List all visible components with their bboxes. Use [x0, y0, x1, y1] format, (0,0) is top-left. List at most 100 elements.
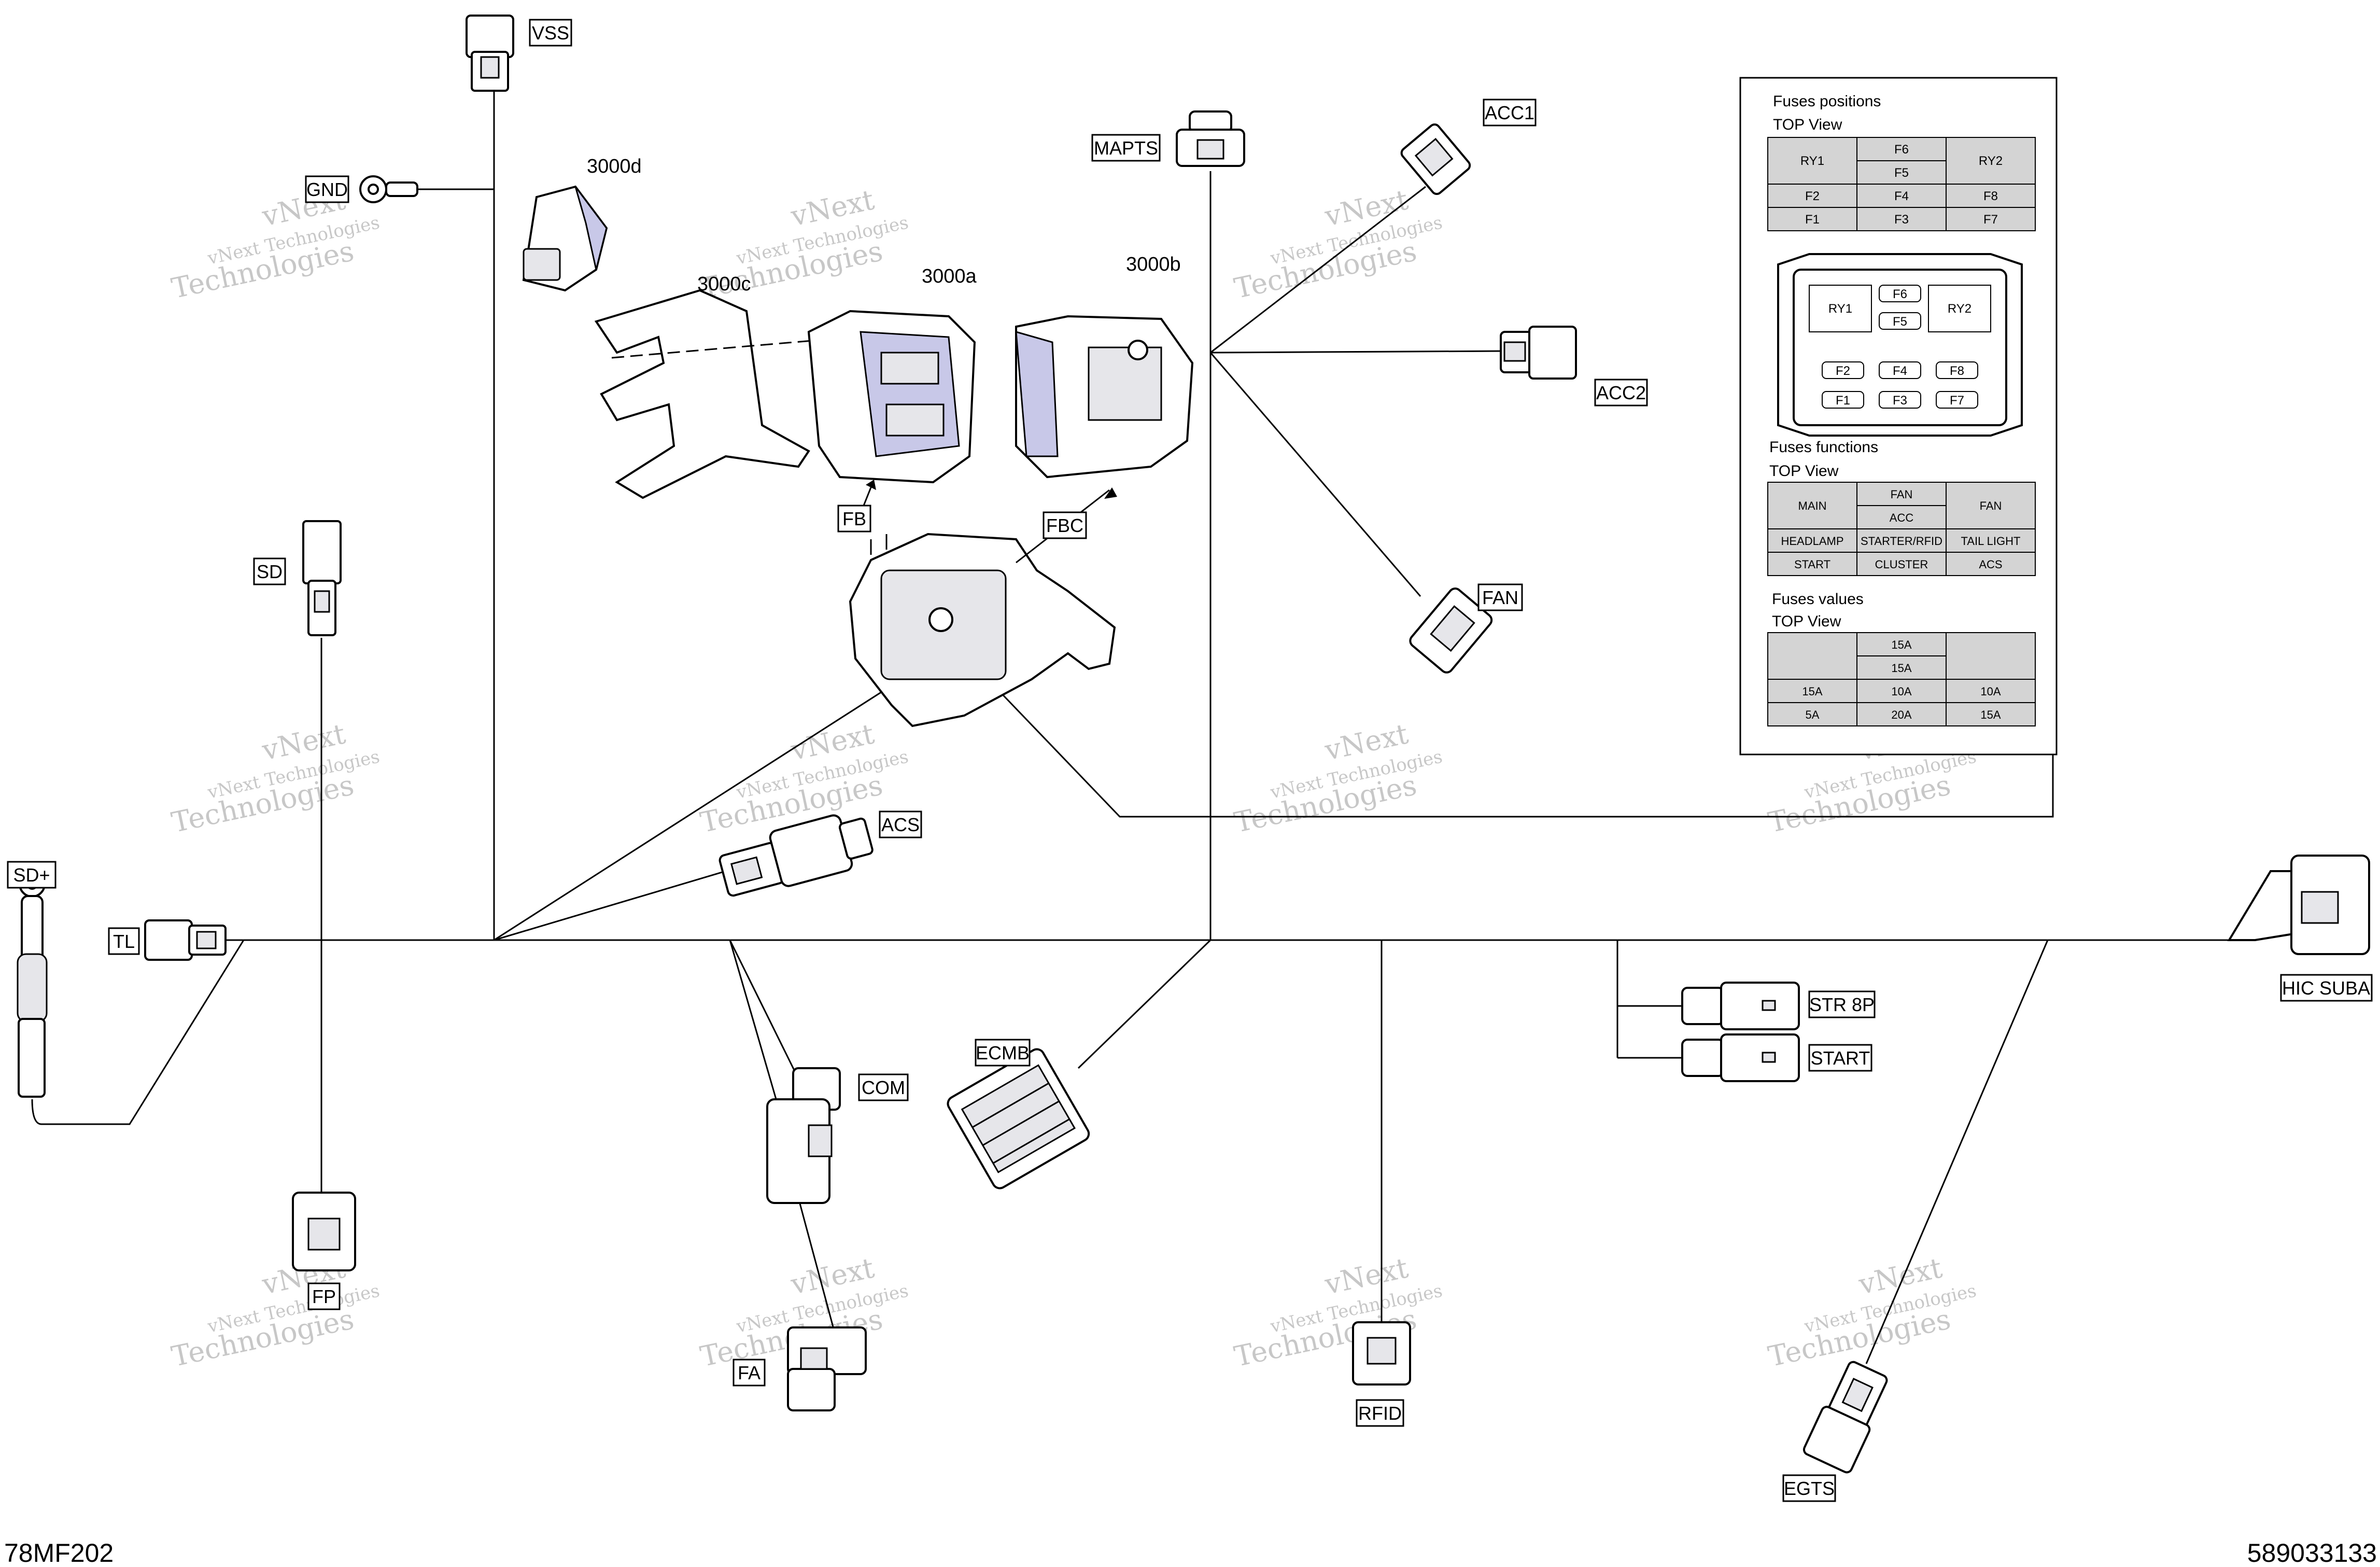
- fuse-values-table: 15A 15A 15A 10A 10A 5A 20A 15A: [1767, 632, 2036, 726]
- svg-text:START: START: [1794, 558, 1830, 571]
- label-vss: VSS: [529, 19, 572, 47]
- fuse-functions-table: MAIN FAN ACC FAN HEADLAMP STARTER/RFID T…: [1767, 482, 2036, 576]
- label-fan: FAN: [1477, 583, 1523, 611]
- watermark: vNext vNext Technologies Technologies: [168, 183, 381, 305]
- watermark: vNext vNext Technologies Technologies: [1231, 717, 1444, 839]
- svg-text:ACS: ACS: [881, 814, 920, 835]
- svg-text:F1: F1: [1805, 213, 1820, 227]
- ecmb-wire: [1077, 939, 1212, 1069]
- fuse-positions-view: TOP View: [1773, 116, 1842, 133]
- label-3000b: 3000b: [1126, 254, 1181, 275]
- harness-wires: [31, 88, 2255, 1364]
- svg-text:RY2: RY2: [1948, 302, 1971, 316]
- svg-text:20A: 20A: [1891, 708, 1911, 721]
- label-egts: EGTS: [1782, 1474, 1836, 1502]
- svg-text:F6: F6: [1894, 143, 1909, 157]
- svg-text:TL: TL: [113, 931, 135, 952]
- fuse-values-title: Fuses values: [1772, 591, 1864, 608]
- fp-connector: [292, 1192, 356, 1271]
- fuse-positions-table: RY1 F6 F5 RY2 F2 F4 F8 F1 F3 F7: [1767, 137, 2036, 231]
- svg-text:VSS: VSS: [532, 22, 569, 44]
- label-fb: FB: [837, 505, 871, 533]
- cover-3000d: [522, 185, 608, 292]
- svg-text:FP: FP: [312, 1286, 336, 1307]
- hic-suba-connector: [2227, 855, 2370, 955]
- fuse-block-3000a: [807, 310, 976, 484]
- label-3000d: 3000d: [587, 156, 642, 177]
- svg-text:F8: F8: [1983, 189, 1998, 203]
- svg-text:EGTS: EGTS: [1784, 1478, 1835, 1499]
- fbc-arrow-head: [1104, 487, 1117, 499]
- gnd-ring-terminal: [359, 175, 418, 203]
- label-acc1: ACC1: [1483, 99, 1537, 127]
- svg-text:RY1: RY1: [1800, 154, 1824, 168]
- acc1-connector: [1400, 123, 1471, 195]
- svg-text:STR 8P: STR 8P: [1809, 994, 1875, 1015]
- fb-harness-wire: [494, 668, 918, 941]
- acc1-wire: [1210, 186, 1426, 354]
- svg-text:FA: FA: [738, 1362, 761, 1383]
- sd-connector: [302, 520, 342, 636]
- label-str8p: STR 8P: [1808, 990, 1876, 1018]
- part-number: 589033133: [2247, 1538, 2377, 1567]
- rfid-connector: [1352, 1321, 1411, 1386]
- fuse-functions-view: TOP View: [1769, 463, 1839, 480]
- bracket-3000c: [594, 289, 825, 499]
- svg-text:CLUSTER: CLUSTER: [1875, 558, 1928, 571]
- svg-text:F5: F5: [1893, 315, 1907, 329]
- fuse-box-pointer-line: [994, 686, 2054, 818]
- acc2-connector: [1500, 326, 1577, 380]
- svg-text:5A: 5A: [1806, 708, 1820, 721]
- mapts-sensor: [1176, 110, 1245, 167]
- svg-text:F8: F8: [1950, 364, 1964, 378]
- svg-text:FAN: FAN: [1482, 587, 1518, 608]
- svg-text:10A: 10A: [1980, 685, 2001, 698]
- fuse-info-panel: Fuses positions TOP View RY1 F6 F5 RY2 F…: [1739, 77, 2058, 755]
- svg-text:15A: 15A: [1980, 708, 2001, 721]
- svg-text:HEADLAMP: HEADLAMP: [1781, 535, 1843, 548]
- svg-text:STARTER/RFID: STARTER/RFID: [1861, 535, 1942, 548]
- label-start: START: [1808, 1044, 1872, 1072]
- vss-connector: [466, 15, 514, 92]
- svg-text:HIC SUBA: HIC SUBA: [2282, 977, 2370, 999]
- com-wire-b: [729, 940, 779, 1105]
- svg-text:FB: FB: [842, 508, 866, 529]
- svg-text:FAN: FAN: [1980, 499, 2002, 512]
- svg-text:F2: F2: [1805, 189, 1820, 203]
- watermark: vNext vNext Technologies Technologies: [1231, 183, 1444, 305]
- egts-connector: [1802, 1361, 1888, 1474]
- fb-arrow-head: [866, 480, 876, 490]
- svg-text:COM: COM: [862, 1077, 905, 1098]
- label-fp: FP: [307, 1282, 341, 1310]
- svg-text:F2: F2: [1836, 364, 1850, 378]
- fb-fuse-box: [849, 533, 1116, 727]
- svg-text:ACC: ACC: [1890, 511, 1914, 524]
- svg-text:10A: 10A: [1891, 685, 1911, 698]
- svg-text:F4: F4: [1894, 189, 1909, 203]
- acs-wire: [494, 870, 726, 941]
- svg-text:GND: GND: [306, 179, 348, 200]
- label-acs: ACS: [879, 810, 922, 838]
- svg-text:RY2: RY2: [1979, 154, 2003, 168]
- svg-text:FBC: FBC: [1046, 515, 1083, 536]
- svg-text:F4: F4: [1893, 364, 1907, 378]
- svg-text:ACS: ACS: [1979, 558, 2002, 571]
- label-hic-suba: HIC SUBA: [2280, 974, 2373, 1002]
- label-mapts: MAPTS: [1091, 134, 1161, 162]
- svg-text:MAIN: MAIN: [1798, 499, 1827, 512]
- ecmb-connector: [947, 1048, 1090, 1190]
- svg-text:15A: 15A: [1891, 662, 1911, 675]
- drawing-code: 78MF202: [4, 1538, 114, 1567]
- label-tl: TL: [108, 927, 140, 955]
- fuse-box-lid-3000b: [1015, 315, 1194, 479]
- svg-text:F6: F6: [1893, 287, 1907, 301]
- svg-text:F3: F3: [1894, 213, 1909, 227]
- start-connector: [1681, 1033, 1800, 1082]
- acs-connector: [719, 814, 874, 897]
- fuse-positions-title: Fuses positions: [1773, 93, 1881, 110]
- com-wire-a: [729, 940, 799, 1079]
- egts-wire: [1865, 940, 2049, 1364]
- svg-text:SD+: SD+: [13, 864, 50, 886]
- fuse-functions-title: Fuses functions: [1769, 439, 1878, 456]
- svg-text:F7: F7: [1983, 213, 1998, 227]
